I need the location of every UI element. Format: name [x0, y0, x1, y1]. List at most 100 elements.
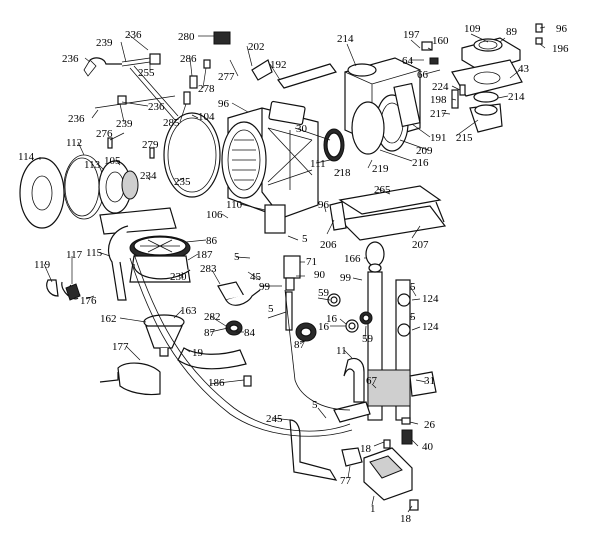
callout-245: 245 [266, 413, 283, 425]
callout-234: 234 [140, 170, 157, 182]
callout-18-top: 18 [360, 443, 372, 455]
callout-219: 219 [372, 163, 389, 175]
callout-16-mid: 16 [318, 321, 330, 333]
callout-176: 176 [80, 295, 97, 307]
callout-19: 19 [192, 347, 204, 359]
callout-1: 1 [370, 503, 376, 515]
callout-5-b: 5 [302, 233, 308, 245]
callout-202: 202 [248, 41, 265, 53]
callout-163: 163 [180, 305, 197, 317]
valve-and-siphon [99, 255, 317, 396]
callout-186: 186 [208, 377, 225, 389]
callout-45: 45 [250, 271, 262, 283]
circulating-pump [289, 419, 419, 511]
callout-109: 109 [464, 23, 481, 35]
callout-265: 265 [374, 184, 391, 196]
flue-fan-assembly [323, 23, 543, 162]
callout-104: 104 [198, 111, 215, 123]
callout-230: 230 [170, 271, 187, 283]
callout-99-mid: 99 [259, 281, 271, 293]
callout-124-top: 124 [422, 293, 439, 305]
callout-112: 112 [66, 137, 82, 149]
callout-71: 71 [306, 256, 317, 268]
callout-206: 206 [320, 239, 337, 251]
callout-16-left: 16 [326, 313, 338, 325]
callout-214-right: 214 [508, 91, 525, 103]
callout-236-lower: 236 [68, 113, 85, 125]
callout-86: 86 [206, 235, 218, 247]
callout-239-top: 239 [96, 37, 113, 49]
callout-84: 84 [244, 327, 256, 339]
callout-110: 110 [226, 199, 243, 211]
callout-236-top: 236 [125, 29, 142, 41]
callout-90: 90 [314, 269, 326, 281]
heat-exchanger [221, 100, 319, 234]
callout-40: 40 [422, 441, 434, 453]
callout-236-left: 236 [62, 53, 79, 65]
callout-96-mid: 96 [218, 98, 230, 110]
callout-114: 114 [18, 151, 35, 163]
callout-198: 198 [430, 94, 447, 106]
callout-105: 105 [104, 155, 121, 167]
callout-18-bottom: 18 [400, 513, 412, 525]
burner-assembly [46, 207, 191, 301]
callout-5-e: 5 [410, 311, 416, 323]
callout-192: 192 [270, 59, 287, 71]
callout-282: 282 [204, 311, 221, 323]
callout-285: 285 [163, 117, 180, 129]
callout-166: 166 [344, 253, 361, 265]
callout-124-bottom: 124 [422, 321, 439, 333]
callout-5-f: 5 [312, 399, 318, 411]
callout-214-top: 214 [337, 33, 354, 45]
callout-106: 106 [206, 209, 223, 221]
callout-235: 235 [174, 176, 191, 188]
condensate-tray [329, 185, 447, 241]
callout-59-left: 59 [318, 287, 330, 299]
callout-191: 191 [430, 132, 447, 144]
callout-177: 177 [112, 341, 129, 353]
callout-87-right: 87 [294, 339, 306, 351]
callout-5-a: 5 [234, 251, 240, 263]
callout-119: 119 [34, 259, 51, 271]
callout-215: 215 [456, 132, 473, 144]
callout-162: 162 [100, 313, 117, 325]
callout-196: 196 [552, 43, 569, 55]
callout-117: 117 [66, 249, 83, 261]
callout-218: 218 [334, 167, 351, 179]
callout-5-c: 5 [268, 303, 274, 315]
callout-207: 207 [412, 239, 429, 251]
callout-96: 96 [556, 23, 568, 35]
callout-30: 30 [296, 123, 308, 135]
callout-255: 255 [138, 67, 155, 79]
callout-67: 67 [366, 375, 378, 387]
callout-187: 187 [196, 249, 213, 261]
hydraulic-manifold [327, 241, 437, 445]
callout-277: 277 [218, 71, 235, 83]
callout-64: 64 [402, 55, 414, 67]
callout-224: 224 [432, 81, 449, 93]
callout-115: 115 [86, 247, 103, 259]
burner-door-group [19, 112, 221, 229]
callout-283: 283 [200, 263, 217, 275]
callout-26: 26 [424, 419, 436, 431]
gas-pipework [83, 31, 337, 159]
leader-lines [39, 26, 546, 513]
callout-31: 31 [424, 375, 435, 387]
callout-160: 160 [432, 35, 449, 47]
callout-5-d: 5 [410, 281, 416, 293]
callout-96-low: 96 [318, 199, 330, 211]
callout-113: 113 [84, 159, 101, 171]
callout-111: 111 [310, 158, 326, 170]
callout-236-mid: 236 [148, 101, 165, 113]
callout-87-left: 87 [204, 327, 216, 339]
callout-labels: 96 196 109 89 160 197 214 64 66 43 224 1… [18, 23, 569, 525]
callout-66: 66 [417, 69, 429, 81]
callout-77: 77 [340, 475, 352, 487]
callout-209: 209 [416, 145, 433, 157]
callout-89: 89 [506, 26, 518, 38]
callout-239-mid: 239 [116, 118, 133, 130]
callout-59-right: 59 [362, 333, 374, 345]
callout-286: 286 [180, 53, 197, 65]
long-pipes [129, 253, 353, 437]
